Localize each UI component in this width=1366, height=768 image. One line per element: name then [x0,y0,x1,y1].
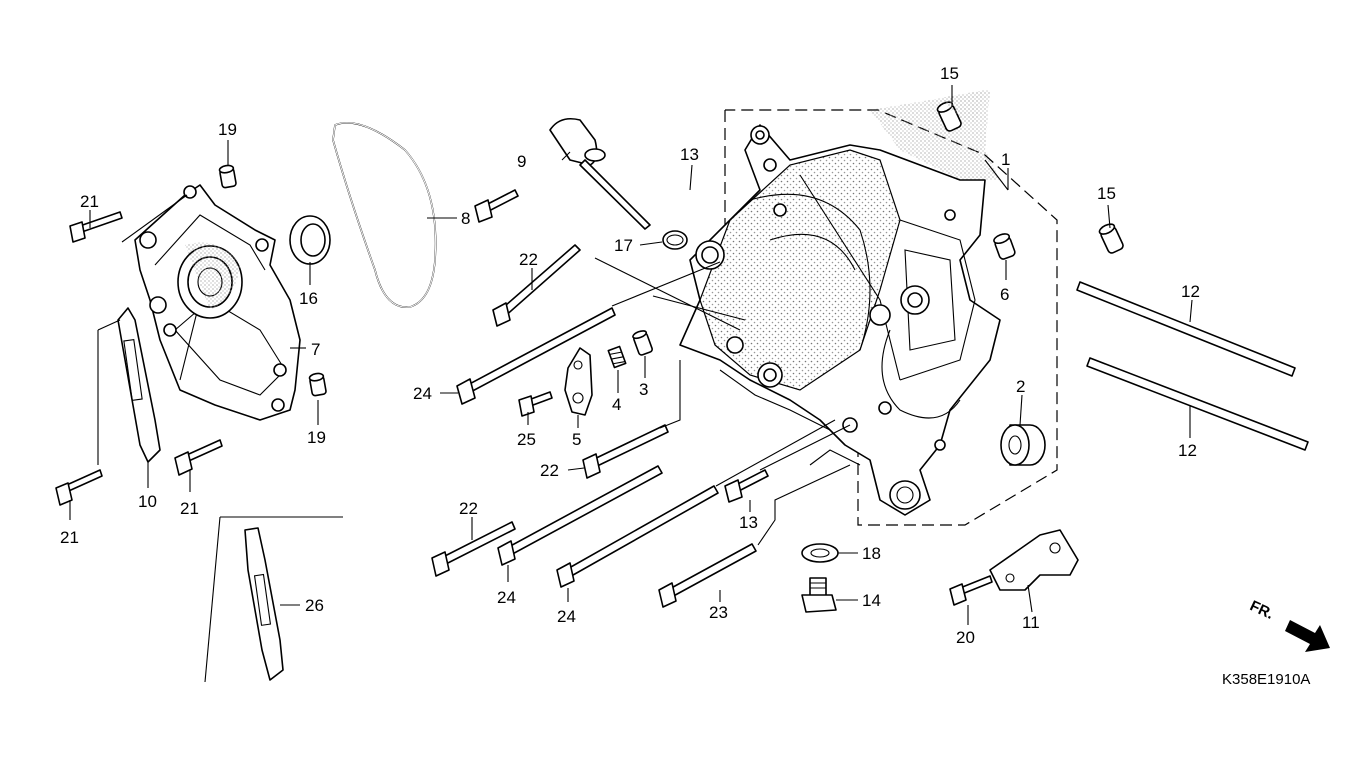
dowel-pins [218,90,1124,397]
callout-6: 6 [1000,285,1009,304]
callout-24a: 24 [413,384,432,403]
bracket-10 [117,307,161,463]
drive-belt [332,121,437,308]
callout-22a: 22 [519,250,538,269]
callout-16: 16 [299,289,318,308]
callout-9: 9 [517,152,526,171]
callout-10: 10 [138,492,157,511]
callout-19a: 19 [218,120,237,139]
callout-1: 1 [1001,150,1010,169]
front-marker-label: FR. [1247,597,1276,623]
callout-26: 26 [305,596,324,615]
callout-12a: 12 [1181,282,1200,301]
callout-24b: 24 [497,588,516,607]
callout-12b: 12 [1178,441,1197,460]
callout-24c: 24 [557,607,576,626]
callout-13a: 13 [680,145,699,164]
callout-15b: 15 [1097,184,1116,203]
callout-2: 2 [1016,377,1025,396]
oil-dipstick [549,117,688,250]
callout-21c: 21 [180,499,199,518]
callout-20: 20 [956,628,975,647]
callout-21b: 21 [60,528,79,547]
callout-18: 18 [862,544,881,563]
bearing [1000,424,1046,466]
callout-14: 14 [862,591,881,610]
callout-5: 5 [572,430,581,449]
drain-plug [801,543,839,613]
bracket-26 [244,527,284,681]
callout-11: 11 [1022,613,1040,632]
cover-left [134,184,301,421]
flange-bolts [55,189,993,608]
callout-13b: 13 [739,513,758,532]
callout-4: 4 [612,395,621,414]
bracket-11 [989,529,1079,591]
callout-22b: 22 [540,461,559,480]
stud-bolts [1076,281,1309,451]
oil-seal [289,215,331,265]
callout-25: 25 [517,430,536,449]
callout-21a: 21 [80,192,99,211]
callout-3: 3 [639,380,648,399]
callout-7: 7 [311,340,320,359]
callout-15a: 15 [940,64,959,83]
callout-8: 8 [461,209,470,228]
callout-22c: 22 [459,499,478,518]
front-arrow-icon: FR. [1247,597,1330,652]
crankcase-right [679,90,1058,526]
callout-23: 23 [709,603,728,622]
callout-17: 17 [614,236,633,255]
leader-lines [69,85,1193,683]
callout-19b: 19 [307,428,326,447]
tensioner-parts [564,330,653,416]
drawing-code: K358E1910A [1222,671,1310,688]
callout-labels: 1 2 3 4 5 6 7 8 9 10 11 12 12 13 13 14 1… [60,64,1200,647]
